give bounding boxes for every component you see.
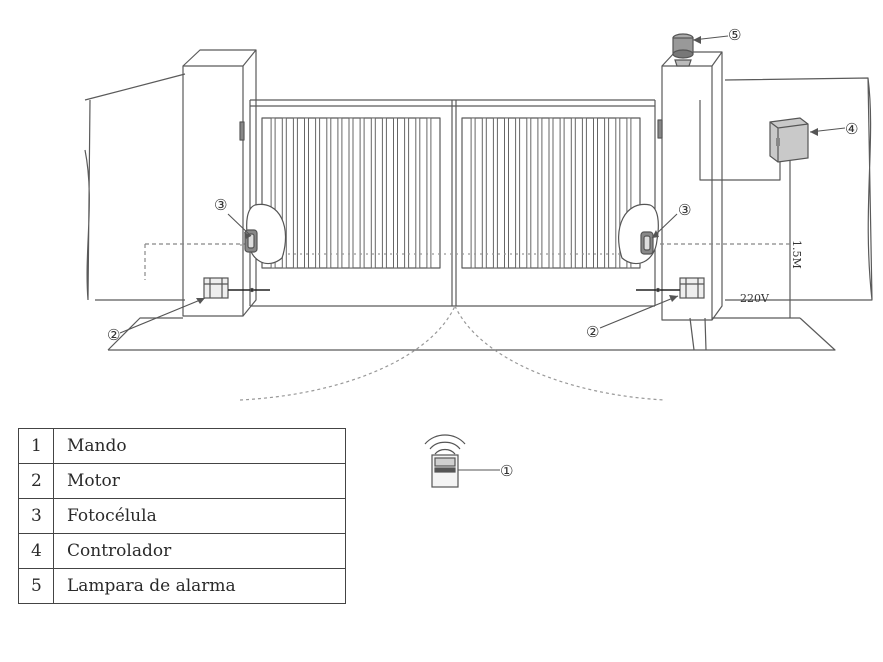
legend-row: 1 Mando: [18, 428, 346, 464]
ground-line: [107, 317, 836, 351]
legend-row: 2 Motor: [18, 463, 346, 499]
gate-bar: [504, 117, 509, 269]
gate-bar: [348, 117, 354, 269]
gate-bar: [315, 117, 321, 269]
callout-photocell-left: ③: [214, 196, 227, 214]
swing-arc-right: [454, 305, 666, 401]
left-wall: [84, 73, 186, 301]
legend-number: 3: [18, 498, 54, 534]
photocell-left: [244, 203, 287, 264]
legend-name: Lampara de alarma: [53, 568, 346, 604]
gate-bar: [304, 117, 309, 269]
gate-bar: [337, 117, 343, 269]
gate-bar: [470, 117, 476, 269]
legend-number: 4: [18, 533, 54, 569]
gate-bar: [415, 117, 421, 269]
callout-alarm-lamp: ⑤: [728, 26, 741, 44]
legend-name: Mando: [53, 428, 346, 464]
controller-box: [769, 117, 809, 163]
gate-bar: [404, 117, 410, 269]
photocell-right: [618, 203, 659, 264]
gate-bar: [359, 117, 365, 269]
gate-bar: [559, 117, 565, 269]
callout-motor-right: ②: [586, 323, 599, 341]
gate: [249, 99, 656, 307]
gate-bar: [326, 117, 332, 269]
height-label: 1.5M: [790, 240, 803, 269]
legend-table: 1 Mando 2 Motor 3 Fotocélula 4 Controlad…: [18, 428, 346, 604]
gate-bar: [593, 117, 598, 269]
gate-bar: [570, 117, 576, 269]
cable-line: [699, 100, 781, 181]
gate-bar: [537, 117, 543, 269]
gate-bar: [426, 117, 432, 269]
legend-row: 3 Fotocélula: [18, 498, 346, 534]
legend-name: Motor: [53, 463, 346, 499]
legend-number: 2: [18, 463, 54, 499]
gate-bar: [281, 117, 287, 269]
right-pillar: [657, 51, 723, 321]
legend-row: 5 Lampara de alarma: [18, 568, 346, 604]
gate-bar: [604, 117, 610, 269]
callout-photocell-right: ③: [678, 201, 691, 219]
voltage-label: 220V: [740, 292, 770, 305]
legend-number: 5: [18, 568, 54, 604]
gate-bar: [381, 117, 387, 269]
legend-name: Controlador: [53, 533, 346, 569]
gate-bar: [393, 117, 398, 269]
gate-bar: [615, 117, 621, 269]
gate-bar: [492, 117, 498, 269]
gate-bar: [481, 117, 487, 269]
callout-controller: ④: [845, 120, 858, 138]
gate-bar: [548, 117, 554, 269]
remote-control: [424, 434, 466, 488]
callout-motor-left: ②: [107, 326, 120, 344]
gate-bar: [515, 117, 521, 269]
callout-remote: ①: [500, 462, 513, 480]
gate-bar: [526, 117, 532, 269]
gate-bar: [626, 117, 632, 269]
legend-row: 4 Controlador: [18, 533, 346, 569]
left-pillar: [182, 49, 257, 317]
legend-name: Fotocélula: [53, 498, 346, 534]
gate-bar: [581, 117, 587, 269]
gate-bar: [370, 117, 376, 269]
motor-left: [203, 277, 270, 299]
motor-right: [636, 277, 705, 299]
legend-number: 1: [18, 428, 54, 464]
gate-bar: [292, 117, 298, 269]
swing-arc-left: [239, 305, 456, 401]
gate-bar: [270, 117, 276, 269]
alarm-lamp: [672, 33, 694, 67]
right-wall: [724, 77, 873, 301]
